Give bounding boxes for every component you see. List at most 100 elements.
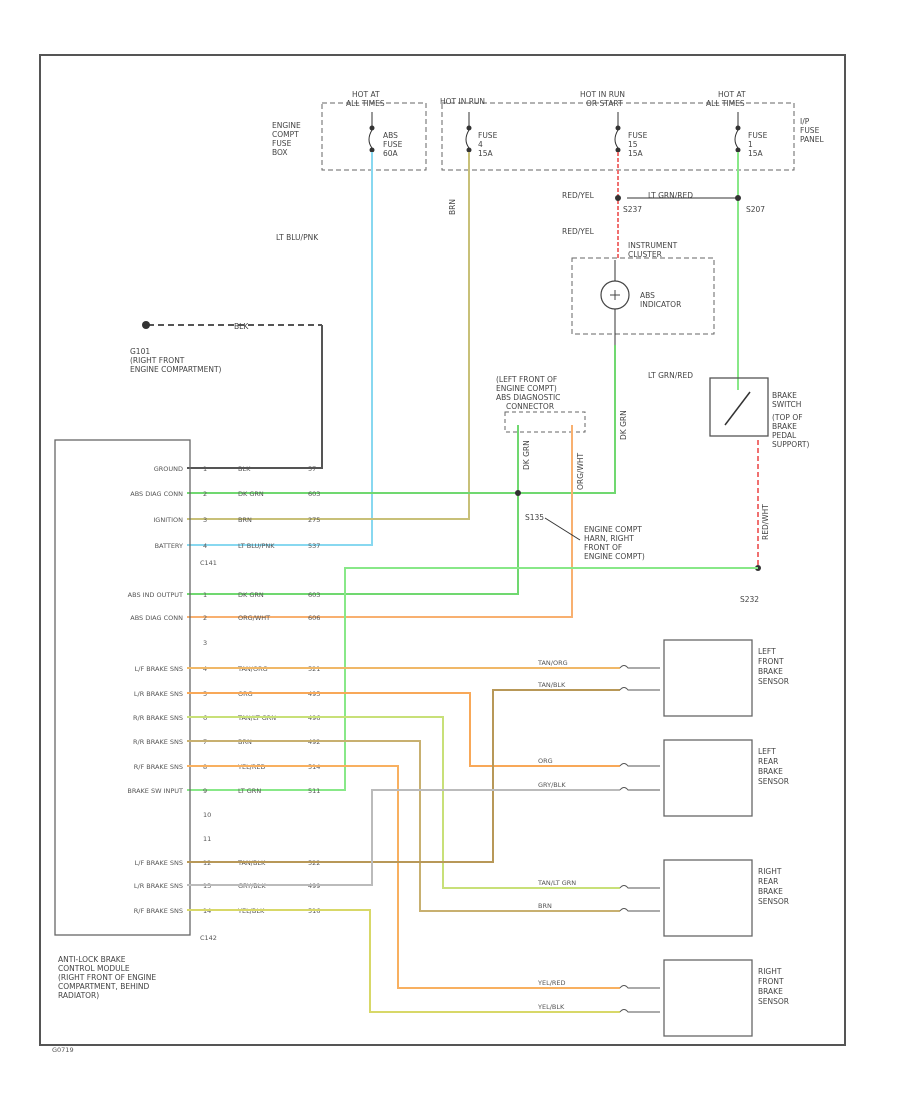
fuse-b-l3: 15A <box>628 149 644 158</box>
sensor-terminal-icon <box>619 787 660 791</box>
fuse-labels: HOT AT ALL TIMES HOT IN RUN HOT IN RUN O… <box>272 90 825 158</box>
module-pin-label: R/R BRAKE SNS <box>133 738 183 746</box>
module-pin-label: L/R BRAKE SNS <box>134 882 183 890</box>
wire-brn-rr <box>187 740 620 912</box>
svg-text:SUPPORT): SUPPORT) <box>772 440 809 449</box>
sensor-wire-label: ORG <box>538 757 553 765</box>
module-pin-label: R/F BRAKE SNS <box>134 907 183 915</box>
wire-org-wht-diag <box>187 425 573 618</box>
module-pin-num: 3 <box>203 639 207 647</box>
brake-sensors: LEFTFRONTBRAKESENSORTAN/ORGTAN/BLKLEFTRE… <box>537 639 789 1037</box>
module-pin-wire: LT GRN <box>238 787 261 795</box>
hot-run-start-l2: OR START <box>586 99 623 108</box>
wire-yel-blk-rf <box>187 909 620 1013</box>
wire-org-lr <box>187 692 620 767</box>
svg-text:PEDAL: PEDAL <box>772 431 797 440</box>
sensor-wire-label: BRN <box>538 902 552 910</box>
sensor-terminal-icon <box>619 763 660 767</box>
label-blk: BLK <box>234 322 249 331</box>
label-s207: S207 <box>746 205 765 214</box>
brake-sensor-box <box>663 859 753 937</box>
svg-text:BRAKE: BRAKE <box>772 422 797 431</box>
connector-c142: C142 <box>200 934 217 942</box>
brake-switch-box <box>709 377 769 437</box>
label-s135: S135 <box>525 513 544 522</box>
sensor-wire-label: TAN/LT GRN <box>537 879 576 887</box>
sensor-terminal-icon <box>619 985 660 989</box>
module-pin-num: 9 <box>203 787 207 795</box>
svg-text:RADIATOR): RADIATOR) <box>58 991 99 1000</box>
diag-connector-outline <box>504 411 586 433</box>
brake-sensor-box <box>663 639 753 717</box>
brake-sensor-label: REAR <box>758 877 778 886</box>
diag-connector-l4: CONNECTOR <box>506 402 554 411</box>
harness-splice-l1: ENGINE COMPT <box>584 525 642 534</box>
abs-fuse-l3: 60A <box>383 149 399 158</box>
ip-panel-l2: FUSE <box>800 126 820 135</box>
sensor-wire-label: YEL/RED <box>537 979 566 987</box>
diagram-frame <box>39 54 846 1046</box>
hot-run-label: HOT IN RUN <box>440 97 485 106</box>
brake-sensor-label: REAR <box>758 757 778 766</box>
module-pin-num: 10 <box>203 811 211 819</box>
label-lt-grn-red-sw: LT GRN/RED <box>648 371 693 380</box>
brake-switch-label: BRAKE SWITCH (TOP OF BRAKE PEDAL SUPPORT… <box>772 391 809 449</box>
wire-dk-grn-indicator <box>187 345 616 494</box>
wire-lt-blu-pnk <box>187 152 373 546</box>
hot-always-1-l1: HOT AT <box>352 90 380 99</box>
sensor-terminal-icon <box>619 1009 660 1013</box>
svg-text:COMPARTMENT, BEHIND: COMPARTMENT, BEHIND <box>58 982 150 991</box>
wire-yel-red-rf <box>187 765 620 989</box>
brake-sensor-label: BRAKE <box>758 667 783 676</box>
svg-text:(TOP OF: (TOP OF <box>772 413 803 422</box>
label-dk-grn-vertical: DK GRN <box>619 410 628 440</box>
sensor-terminal-icon <box>619 908 660 912</box>
brake-sensor-label: FRONT <box>758 977 784 986</box>
svg-text:BRAKE: BRAKE <box>772 391 797 400</box>
diag-connector-l2: ENGINE COMPT) <box>496 384 557 393</box>
label-brn: BRN <box>448 199 457 215</box>
hot-always-1-l2: ALL TIMES <box>346 99 385 108</box>
brake-sensor-label: BRAKE <box>758 987 783 996</box>
module-pin-label: R/F BRAKE SNS <box>134 763 183 771</box>
diag-connector-l3: ABS DIAGNOSTIC <box>496 393 560 402</box>
brake-sensor-box <box>663 959 753 1037</box>
brake-sensor-label: LEFT <box>758 747 776 756</box>
fuse-b-l1: FUSE <box>628 131 648 140</box>
ground-desc-l2: ENGINE COMPARTMENT) <box>130 365 222 374</box>
sensor-wire-label: YEL/BLK <box>537 1003 565 1011</box>
label-dk-grn-diag: DK GRN <box>522 440 531 470</box>
module-pin-circuit: 603 <box>308 490 320 498</box>
label-red-yel-1: RED/YEL <box>562 191 595 200</box>
module-pin-num: 2 <box>203 614 207 622</box>
brake-sensor-label: SENSOR <box>758 677 789 686</box>
harness-splice-l2: HARN, RIGHT <box>584 534 634 543</box>
engine-fuse-box-outline <box>321 102 427 171</box>
wire-dk-grn-diag <box>187 425 519 595</box>
module-pin-label: IGNITION <box>153 516 183 524</box>
module-pin-wire: DK GRN <box>238 591 264 599</box>
instrument-cluster-l2: CLUSTER <box>628 250 662 259</box>
abs-indicator-l2: INDICATOR <box>640 300 681 309</box>
module-pin-circuit: 537 <box>308 542 320 550</box>
module-pin-circuit: 606 <box>308 614 320 622</box>
module-pin-wire: LT BLU/PNK <box>238 542 275 550</box>
footer-code: G0719 <box>52 1046 74 1054</box>
wire-blk-ground <box>187 325 323 469</box>
abs-fuse-l1: ABS <box>383 131 398 140</box>
connector-c141: C141 <box>200 559 217 567</box>
sensor-terminal-icon <box>619 665 660 669</box>
module-pin-label: R/R BRAKE SNS <box>133 714 183 722</box>
sensor-wire-label: TAN/ORG <box>537 659 568 667</box>
fuse-a-l3: 15A <box>478 149 494 158</box>
module-pin-label: L/F BRAKE SNS <box>135 859 183 867</box>
ground-id: G101 <box>130 347 150 356</box>
diag-connector-l1: (LEFT FRONT OF <box>496 375 557 384</box>
wire-gry-blk-lr <box>187 789 620 886</box>
module-pin-circuit: 275 <box>308 516 320 524</box>
fuse-c-l1: FUSE <box>748 131 768 140</box>
fuse-b-l2: 15 <box>628 140 638 149</box>
